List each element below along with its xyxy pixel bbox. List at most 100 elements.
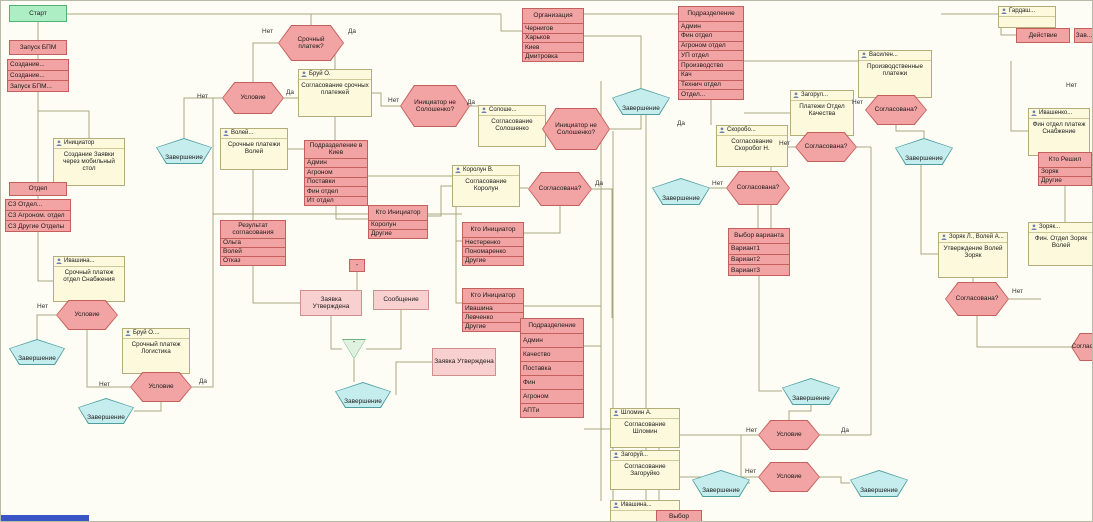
condition-soglasovana[interactable]: Согласована?	[945, 282, 1009, 316]
task-zapusk-bpm[interactable]: Запуск БПМ	[9, 40, 67, 55]
note-ivashina[interactable]: Ивашина...Срочный платеж отдел Снабжения	[53, 256, 125, 302]
list-item[interactable]: Отдел...	[679, 89, 743, 99]
note-skorobog[interactable]: Скоробо...Согласование Скоробог Н.	[716, 125, 788, 167]
list-item[interactable]: Ивашина	[463, 304, 523, 312]
list-item[interactable]: Другие	[1039, 176, 1091, 185]
list-item[interactable]: Отказ	[221, 255, 285, 265]
list-item[interactable]: С3 Отдел...	[6, 200, 70, 210]
condition-srochny-platezh[interactable]: Срочный платеж?	[278, 25, 344, 61]
list-item[interactable]: Поставка	[521, 361, 583, 375]
condition-uslovie[interactable]: Условие	[222, 82, 284, 114]
list-item[interactable]: Поставки	[305, 176, 367, 187]
note-vasilen[interactable]: Василен...Производственные платежи	[858, 50, 932, 98]
task-vybor[interactable]: Выбор	[656, 510, 702, 521]
list-item[interactable]: Другие	[369, 229, 427, 238]
condition-uslovie[interactable]: Условие	[758, 462, 820, 492]
list-item[interactable]: Фин отдел	[679, 30, 743, 41]
node-label: УП отдел	[681, 51, 709, 59]
list-item[interactable]: Дмитровка	[523, 51, 583, 62]
task-otdel[interactable]: Отдел	[9, 182, 67, 196]
condition-soglasovana[interactable]: Согласована?	[528, 172, 592, 206]
condition-soglasovana[interactable]: Согласована?	[726, 171, 790, 205]
note-bruy-o[interactable]: Бруй О....Срочный платеж Логистика	[122, 328, 190, 374]
condition-uslovie[interactable]: Условие	[758, 420, 820, 450]
minus-marker[interactable]: -	[349, 259, 365, 272]
list-item[interactable]: Королун	[369, 221, 427, 229]
list-item[interactable]: Вариант1	[729, 244, 789, 254]
list-item[interactable]: Другие	[463, 321, 523, 331]
note-zoryak-voley[interactable]: Зоряк Л., Волей А...Утверждение Волей Зо…	[938, 232, 1008, 278]
list-item[interactable]: Агроном отдел	[679, 40, 743, 51]
note-bruy-o[interactable]: Бруй О.Согласование срочных платежей	[298, 69, 372, 117]
list-item[interactable]: Волей	[221, 246, 285, 256]
list-item[interactable]: Чернигов	[523, 24, 583, 33]
list-item[interactable]: Админ	[521, 334, 583, 347]
list-item[interactable]: Качество	[521, 347, 583, 361]
note-zoryak-cut[interactable]: Зоряк...Фин. Отдел Зоряк Волей	[1028, 222, 1092, 266]
note-ivashenko[interactable]: Ивашенко...Фин отдел платеж Снабжение	[1028, 108, 1090, 156]
list-item[interactable]: Производство	[679, 60, 743, 70]
list-item[interactable]: Технич отдел	[679, 79, 743, 90]
list-item[interactable]: Агроном	[521, 389, 583, 403]
list-item[interactable]: С3 Агроном. отдел	[6, 209, 70, 221]
list-item[interactable]: УП отдел	[679, 50, 743, 60]
task-cut-right[interactable]: Зав...	[1074, 28, 1092, 43]
list-item[interactable]: Создание...	[8, 60, 68, 70]
condition-soglasovana[interactable]: Согласована?	[795, 132, 857, 162]
list-item[interactable]: Вариант3	[729, 264, 789, 275]
list-item[interactable]: Кач	[679, 69, 743, 80]
list-item[interactable]: Фин отдел	[305, 186, 367, 196]
list-item[interactable]: Запуск БПМ...	[8, 80, 68, 91]
task-rows-creation[interactable]: Создание...Создание...Запуск БПМ...	[7, 59, 69, 92]
start-node[interactable]: Старт	[9, 5, 67, 22]
condition-initiator-ne-soloshenko[interactable]: Инициатор не Солошенко?	[400, 85, 470, 127]
list-item[interactable]: Пономаренко	[463, 246, 523, 255]
list-item[interactable]: Другие	[463, 255, 523, 265]
list-item[interactable]: Киев	[523, 42, 583, 52]
list-item[interactable]: Левченко	[463, 312, 523, 321]
condition-soglasovana-cut[interactable]: Согласована?	[1071, 333, 1092, 361]
list-item[interactable]: АПТи	[521, 403, 583, 417]
task-zayavka-utverzhdena[interactable]: Заявка Утверждена	[432, 348, 496, 376]
note-soloshenko[interactable]: Солоше...Согласование Солошенко	[478, 105, 546, 147]
note-zagorul[interactable]: Загорул...Платежи Отдел Качества	[790, 90, 854, 136]
list-item[interactable]: Харьков	[523, 32, 583, 43]
task-deystvie[interactable]: Действие	[1016, 28, 1070, 43]
list-item[interactable]: Агроном	[305, 167, 367, 177]
note-voley[interactable]: Волей...Срочные платежи Волей	[220, 128, 288, 170]
list-item[interactable]: Зоряк	[1039, 168, 1091, 176]
list-item[interactable]: С3 Другие Отделы	[6, 220, 70, 231]
list-item[interactable]: Вариант2	[729, 253, 789, 265]
condition-soglasovana[interactable]: Согласована?	[865, 95, 927, 125]
list-item[interactable]: Админ	[305, 159, 367, 168]
condition-uslovie[interactable]: Условие	[56, 300, 118, 330]
task-zayavka-utverzhdena[interactable]: Заявка Утверждена	[300, 290, 362, 316]
condition-uslovie[interactable]: Условие	[130, 372, 192, 402]
list-item[interactable]: Фин	[521, 375, 583, 389]
note-zagoruyko[interactable]: Загоруй...Согласование Загоруйко	[610, 450, 680, 490]
list-item[interactable]: Админ	[679, 22, 743, 31]
note-shlomin[interactable]: Шломин А.Согласование Шломин	[610, 408, 680, 448]
task-soobshchenie[interactable]: Сообщение	[373, 290, 429, 310]
note-gardash[interactable]: Гардаш...	[998, 6, 1056, 28]
condition-initiator-ne-soloshenko[interactable]: Инициатор не Солошенко?	[542, 108, 610, 150]
list-item[interactable]: Ит отдел	[305, 195, 367, 206]
node-label: Качество	[523, 350, 551, 358]
list-item[interactable]: Нестеренко	[463, 238, 523, 246]
note-korolun[interactable]: Королун В.Согласование Королун	[452, 165, 520, 207]
list-item[interactable]: Ольга	[221, 239, 285, 247]
list-item[interactable]: Создание...	[8, 69, 68, 81]
